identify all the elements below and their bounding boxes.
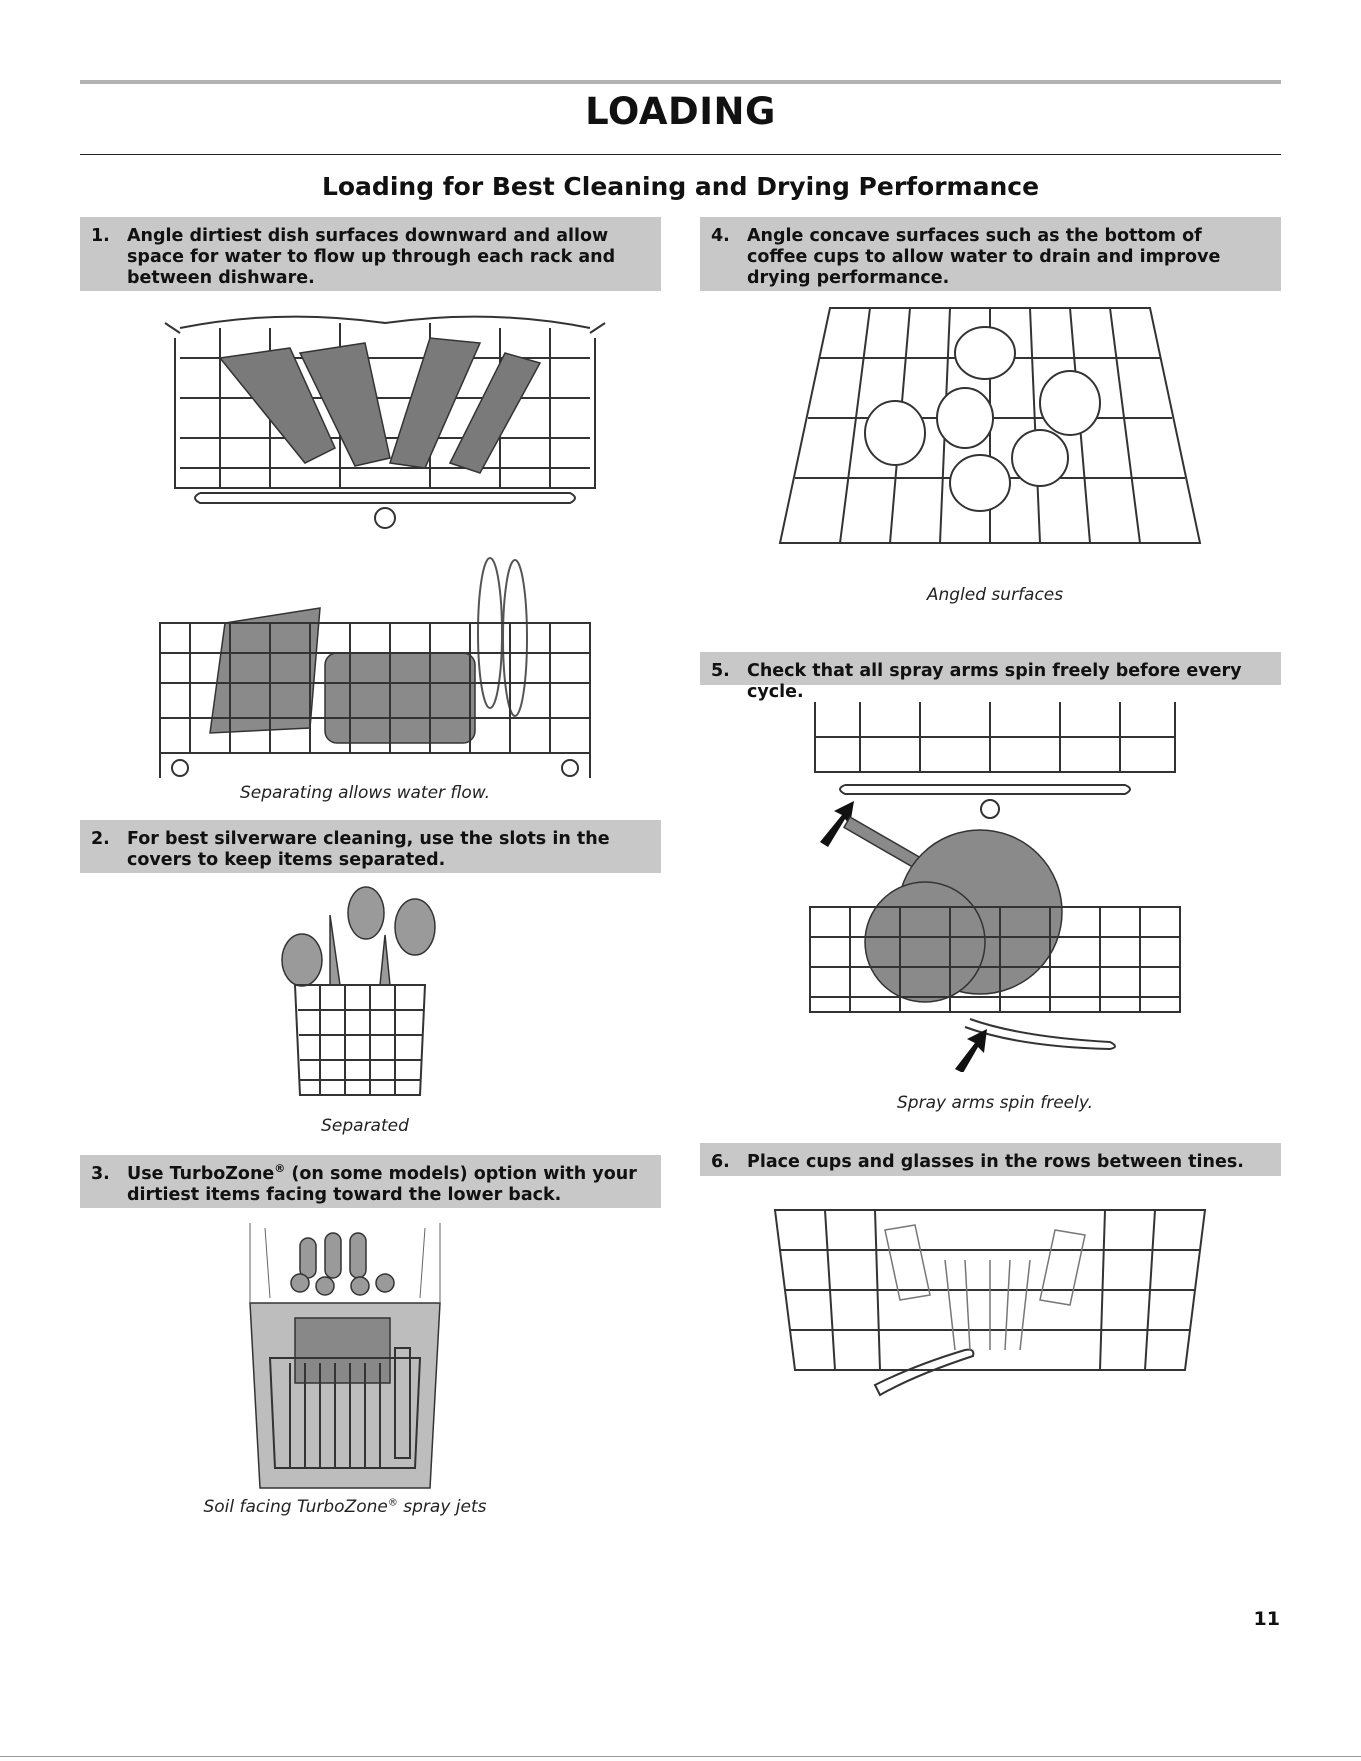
- step-text: Angle dirtiest dish surfaces downward an…: [127, 226, 616, 288]
- caption-soil-after: spray jets: [397, 1497, 487, 1517]
- step-number: 1.: [91, 226, 110, 246]
- bottom-rule: [0, 1756, 1361, 1757]
- step-text: For best silverware cleaning, use the sl…: [127, 829, 610, 870]
- page-number: 11: [1253, 1608, 1280, 1630]
- step-number: 5.: [711, 661, 730, 681]
- step-text: Angle concave surfaces such as the botto…: [747, 226, 1221, 288]
- step-2-box: 2. For best silverware cleaning, use the…: [80, 820, 661, 873]
- registered-mark: ®: [274, 1162, 286, 1176]
- caption-angled: Angled surfaces: [926, 585, 1064, 605]
- step-3-box: 3. Use TurboZone® (on some models) optio…: [80, 1155, 661, 1208]
- step-number: 3.: [91, 1164, 110, 1184]
- glasses-rack-illustration: [765, 1200, 1215, 1400]
- top-rule: [80, 80, 1281, 84]
- cups-rack-illustration: [770, 298, 1210, 558]
- registered-mark: ®: [387, 1497, 398, 1509]
- caption-soil-facing: Soil facing TurboZone® spray jets: [150, 1497, 540, 1517]
- step-text: Check that all spray arms spin freely be…: [747, 661, 1242, 702]
- caption-soil-before: Soil facing TurboZone: [203, 1497, 388, 1517]
- step-6-box: 6. Place cups and glasses in the rows be…: [700, 1143, 1281, 1176]
- page-title: LOADING: [585, 90, 776, 133]
- lower-rack-pans-illustration: [150, 553, 605, 783]
- step-number: 4.: [711, 226, 730, 246]
- caption-separated: Separated: [321, 1116, 409, 1136]
- silverware-basket-illustration: [270, 885, 450, 1105]
- section-title: Loading for Best Cleaning and Drying Per…: [321, 172, 1040, 201]
- step-1-box: 1. Angle dirtiest dish surfaces downward…: [80, 217, 661, 291]
- caption-spray: Spray arms spin freely.: [897, 1093, 1093, 1113]
- step-text: Place cups and glasses in the rows betwe…: [747, 1152, 1244, 1172]
- step-text-before: Use TurboZone: [127, 1164, 275, 1184]
- step-5-box: 5. Check that all spray arms spin freely…: [700, 652, 1281, 702]
- step-number: 2.: [91, 829, 110, 849]
- step-4-box: 4. Angle concave surfaces such as the bo…: [700, 217, 1281, 291]
- step-number: 6.: [711, 1152, 730, 1172]
- upper-rack-dishes-illustration: [160, 298, 610, 533]
- title-rule: [80, 154, 1281, 155]
- step-text-after: (on some models) option with your dirtie…: [127, 1164, 637, 1205]
- spray-arms-illustration: [800, 697, 1190, 1072]
- turbozone-illustration: [245, 1218, 445, 1493]
- caption-separating: Separating allows water flow.: [239, 783, 491, 803]
